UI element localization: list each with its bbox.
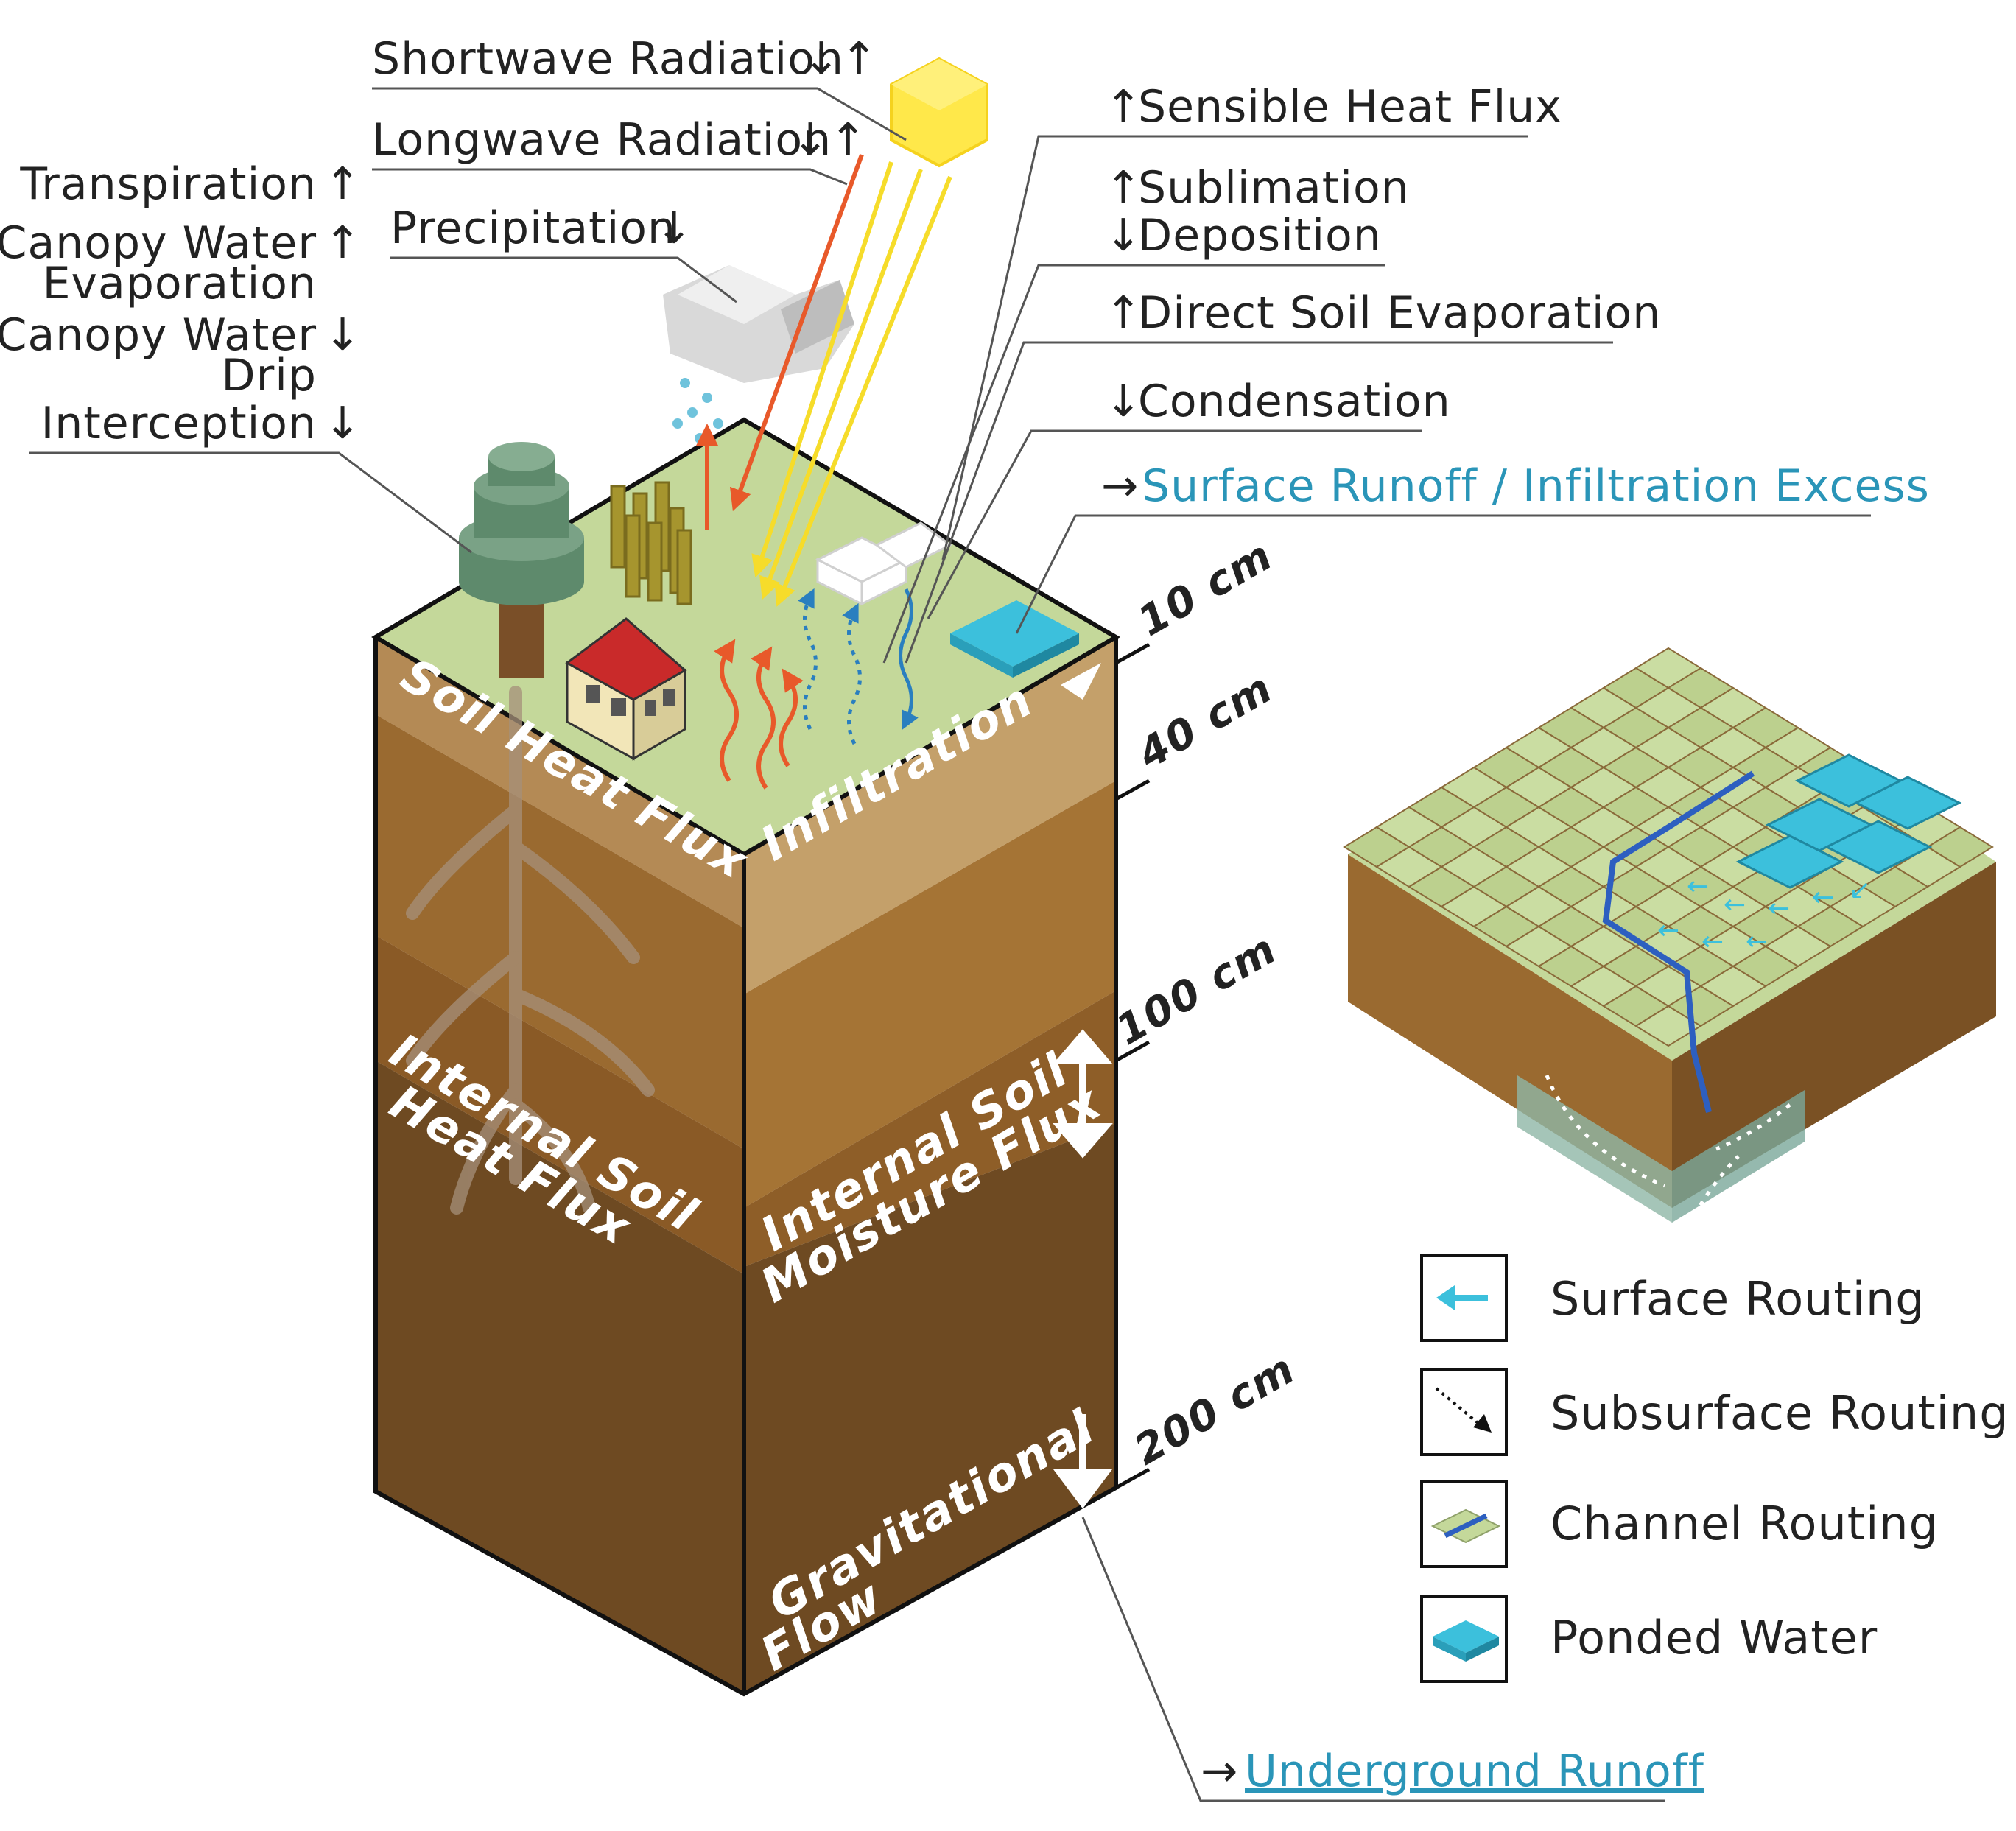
legend-label-surface-routing: Surface Routing [1550, 1272, 1925, 1326]
cloud-icon [663, 265, 854, 443]
svg-text:←: ← [1687, 871, 1709, 902]
legend-item-channel-routing: Channel Routing [1420, 1480, 1939, 1568]
ponded-water-icon [1433, 1620, 1499, 1662]
subsurface-routing-icon [1435, 1387, 1492, 1433]
soil-column [371, 417, 1120, 1697]
legend-label-subsurface-routing: Subsurface Routing [1550, 1386, 2009, 1440]
depth-40cm: 40 cm [1130, 664, 1282, 779]
sublimation-label: Sublimation [1138, 162, 1410, 214]
vertical-flux-arrows [1053, 1029, 1113, 1509]
channel-routing-icon [1430, 1508, 1501, 1544]
surface-runoff-label: Surface Runoff / Infiltration Excess [1142, 460, 1930, 512]
deposition-arrow-icon: ↓ [1105, 210, 1142, 261]
direct-soil-evap-arrow-icon: ↑ [1105, 287, 1142, 339]
legend-label-channel-routing: Channel Routing [1550, 1497, 1939, 1550]
grid-surface-routing-arrows: ←← ←← ↙← ←← [1657, 871, 1871, 957]
left-face-layer-1 [376, 637, 744, 928]
right-face-layer-4 [744, 1123, 1116, 1694]
right-face-layer-1 [744, 637, 1116, 994]
radiation-arrows [696, 153, 952, 607]
svg-text:←: ← [1746, 927, 1768, 957]
longwave-arrows-icon: ↓↑ [792, 114, 868, 166]
left-face-layer-2 [376, 714, 744, 1149]
moisture-flux-arrows [798, 588, 919, 745]
shortwave-radiation-label: Shortwave Radiation [372, 33, 844, 85]
sensible-heat-arrow-icon: ↑ [1105, 81, 1142, 133]
svg-text:←: ← [1724, 890, 1746, 920]
transpiration-label: Transpiration [19, 158, 317, 210]
grid-channel-line [1602, 770, 1755, 1113]
canopy-evap-arrow-icon: ↑ [324, 217, 362, 269]
house [565, 617, 687, 761]
canopy-drip-label-1: Canopy Water [0, 309, 317, 361]
legend-item-subsurface-routing: Subsurface Routing [1420, 1368, 2009, 1456]
tree-roots [406, 686, 655, 1215]
svg-text:↙: ↙ [1849, 875, 1871, 905]
interception-arrow-icon: ↓ [324, 398, 362, 449]
canopy-drip-label-2: Drip [221, 350, 317, 401]
legend: Surface Routing Subsurface Routing Chann… [1420, 1254, 2009, 1683]
precipitation-label: Precipitation [390, 203, 676, 254]
condensation-arrow-icon: ↓ [1105, 376, 1142, 427]
grid-subsurface-arrows [1545, 1075, 1791, 1217]
canopy-drip-arrow-icon: ↓ [324, 309, 362, 361]
svg-text:←: ← [1812, 882, 1834, 913]
sensible-heat-label: Sensible Heat Flux [1138, 81, 1562, 133]
tree [459, 442, 584, 678]
precipitation-arrow-icon: ↓ [656, 203, 693, 254]
sun-icon [890, 57, 988, 168]
snow-blocks [815, 521, 952, 606]
deposition-label: Deposition [1138, 210, 1382, 261]
sublimation-arrow-icon: ↑ [1105, 162, 1142, 214]
svg-text:←: ← [1657, 916, 1679, 946]
surface-runoff-arrow-icon: → [1101, 460, 1139, 512]
direct-soil-evap-label: Direct Soil Evaporation [1138, 287, 1661, 339]
underground-runoff-arrow-icon: → [1201, 1746, 1238, 1797]
heat-flux-arrows [714, 639, 804, 790]
depth-ticks [1114, 642, 1151, 1490]
svg-text:←: ← [1768, 893, 1790, 924]
canopy-evap-label-2: Evaporation [43, 258, 317, 309]
grid-ponded-water [1735, 753, 1962, 889]
depth-10cm: 10 cm [1131, 531, 1282, 646]
infiltration-arrow-icon [1061, 663, 1101, 700]
left-face-layer-3 [376, 935, 744, 1274]
ponded-water-block [950, 600, 1079, 678]
legend-item-ponded-water: Ponded Water [1420, 1595, 1878, 1683]
canopy-evap-label-1: Canopy Water [0, 217, 317, 269]
crop-stalks [610, 481, 692, 605]
left-face-layer-4 [376, 1061, 744, 1694]
legend-item-surface-routing: Surface Routing [1420, 1254, 1925, 1342]
shortwave-arrows-icon: ↓↑ [803, 33, 879, 85]
right-face-layer-3 [744, 991, 1116, 1267]
surface-routing-icon [1436, 1285, 1488, 1310]
svg-text:←: ← [1701, 927, 1724, 957]
depth-100cm: 100 cm [1109, 925, 1285, 1055]
interception-label: Interception [41, 398, 317, 449]
underground-runoff-label: Underground Runoff [1245, 1746, 1705, 1797]
condensation-label: Condensation [1138, 376, 1451, 427]
longwave-radiation-label: Longwave Radiation [372, 114, 832, 166]
right-face-layer-2 [744, 781, 1116, 1208]
depth-200cm: 200 cm [1127, 1345, 1304, 1475]
legend-label-ponded-water: Ponded Water [1550, 1611, 1878, 1665]
transpiration-arrow-icon: ↑ [324, 158, 362, 210]
